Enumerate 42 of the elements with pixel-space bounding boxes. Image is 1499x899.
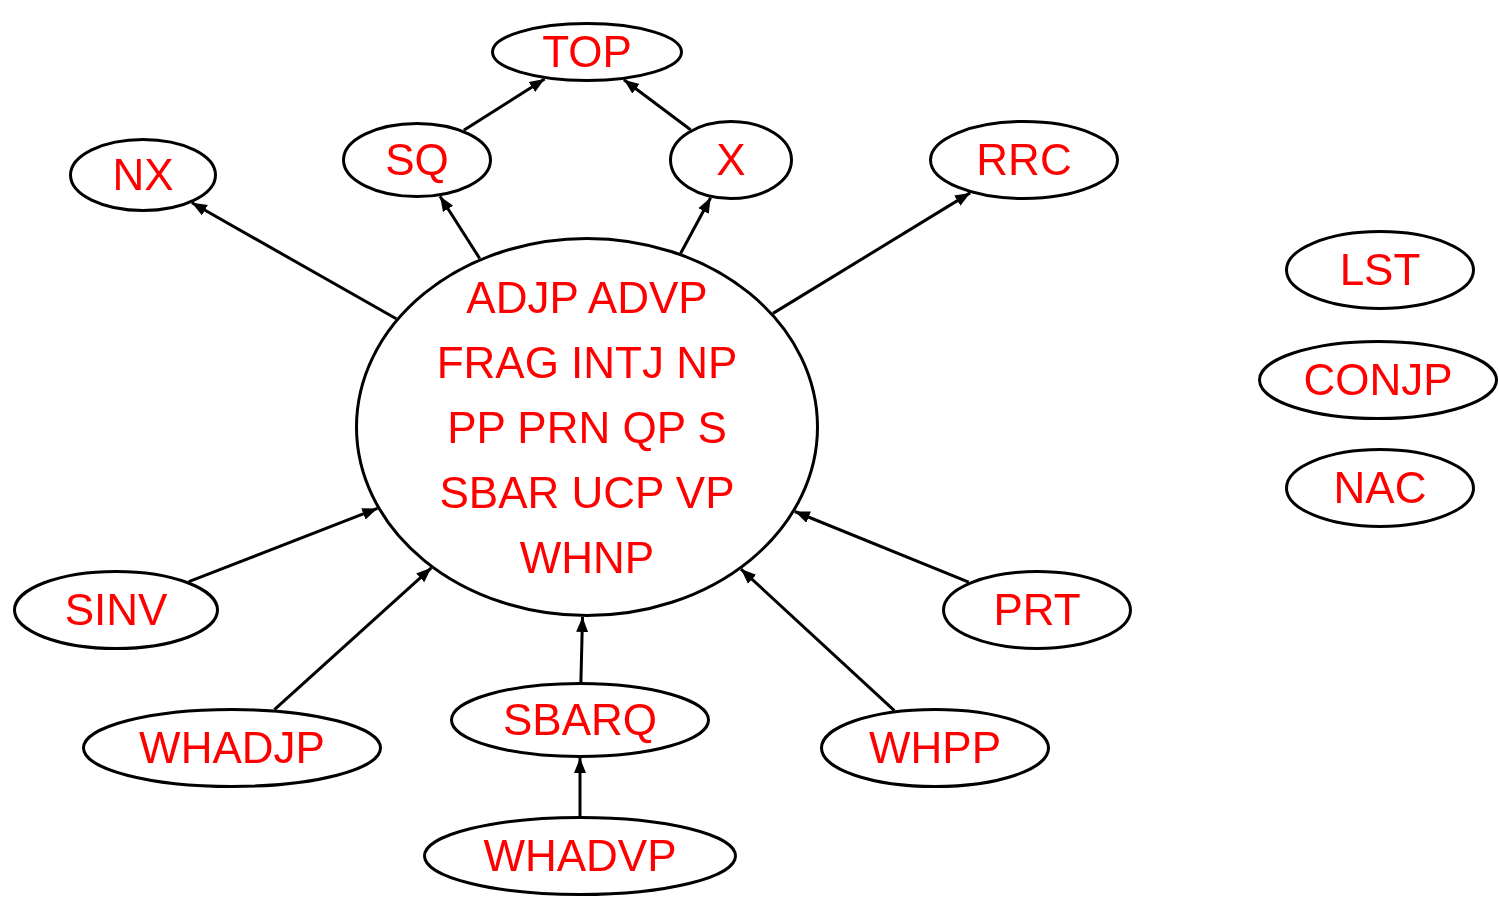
node-label: TOP xyxy=(542,26,632,78)
arrow xyxy=(679,197,712,254)
ellipse-node xyxy=(929,120,1119,200)
ellipse-node xyxy=(355,237,819,617)
arrow xyxy=(188,507,378,584)
ellipse-node xyxy=(69,138,217,212)
ellipse-node xyxy=(491,22,683,82)
arrow xyxy=(623,78,692,131)
ellipse-node xyxy=(423,816,737,896)
arrow xyxy=(463,77,546,132)
node-label: WHADJP xyxy=(139,722,325,774)
ellipse-node xyxy=(669,120,793,200)
arrow xyxy=(772,191,971,315)
arrow xyxy=(740,568,896,712)
node-label: SINV xyxy=(64,584,168,636)
node-label: RRC xyxy=(976,134,1072,186)
node-label: NAC xyxy=(1333,462,1427,514)
ellipse-node xyxy=(1285,230,1475,310)
node-label: WHPP xyxy=(869,722,1001,774)
arrow xyxy=(794,510,970,584)
arrow xyxy=(273,566,433,711)
arrow xyxy=(191,201,398,321)
ellipse-node xyxy=(13,570,219,650)
node-label: ADJP ADVP FRAG INTJ NP PP PRN QP S SBAR UCP VP WHNP xyxy=(435,271,739,584)
node-label: SBARQ xyxy=(502,694,657,746)
ellipse-node xyxy=(342,122,492,198)
node-label: SQ xyxy=(385,134,449,186)
arrow xyxy=(576,616,589,683)
ellipse-node xyxy=(1285,448,1475,528)
ellipse-node xyxy=(820,708,1050,788)
node-label: LST xyxy=(1339,244,1421,296)
node-label: X xyxy=(716,134,746,186)
node-label: CONJP xyxy=(1303,354,1453,406)
arrow xyxy=(574,758,586,816)
ellipse-node xyxy=(450,682,710,758)
ellipse-node xyxy=(942,570,1132,650)
ellipse-node xyxy=(82,708,382,788)
node-label: PRT xyxy=(993,584,1081,636)
node-label: NX xyxy=(112,149,174,201)
node-label: WHADVP xyxy=(483,830,677,882)
arrow xyxy=(438,195,481,260)
ellipse-node xyxy=(1258,340,1498,420)
